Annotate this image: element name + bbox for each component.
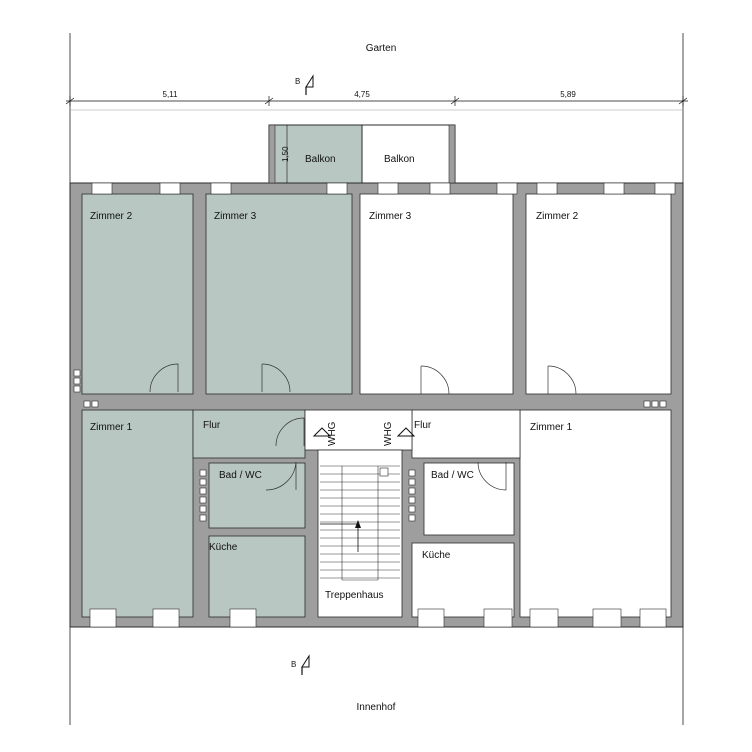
dim-middle: 4,75 [354,90,370,99]
garden-label: Garten [366,43,397,54]
room-right-zimmer1 [519,409,672,618]
dim-right: 5,89 [560,90,576,99]
unit-entrance-left: WHG [312,421,338,446]
label-right-zimmer1: Zimmer 1 [530,422,573,433]
label-right-balkon: Balkon [384,154,415,165]
room-left-flur [192,409,306,459]
label-left-zimmer2: Zimmer 2 [90,211,133,222]
door-swings [149,363,577,491]
label-right-zimmer2: Zimmer 2 [536,211,579,222]
room-right-kueche [411,542,515,618]
room-left-bad [208,462,306,529]
label-stairwell: Treppenhaus [325,590,384,601]
label-left-flur: Flur [203,420,221,431]
room-right-zimmer3 [359,193,514,395]
label-left-balkon: Balkon [305,154,336,165]
room-left-zimmer3 [205,193,353,395]
apartment-right [359,193,672,618]
label-left-kueche: Küche [209,542,238,553]
section-marker-top: B [295,74,314,95]
label-left-bad: Bad / WC [219,470,262,481]
svg-text:B: B [291,660,296,669]
windows-south [89,608,667,628]
room-left-zimmer2 [81,193,194,395]
room-left-kueche [208,535,306,618]
label-right-kueche: Küche [422,550,451,561]
label-right-bad: Bad / WC [431,470,474,481]
room-right-bad [423,462,515,536]
dim-left: 5,11 [163,90,179,99]
svg-text:B: B [295,77,300,86]
dimension-chain: 5,11 4,75 5,89 [65,90,688,106]
svg-text:WHG: WHG [327,421,338,446]
label-left-zimmer1: Zimmer 1 [90,422,133,433]
windows-north [91,182,676,195]
room-left-zimmer1 [81,409,194,618]
section-marker-bottom: B [291,654,310,675]
svg-text:WHG: WHG [383,421,394,446]
apartment-left [81,193,353,618]
balconies: 1,50 [268,124,456,184]
courtyard-label: Innenhof [357,702,396,713]
radiators [73,369,667,522]
label-right-zimmer3: Zimmer 3 [369,211,412,222]
balcony-right [361,124,456,184]
balcony-left [268,124,363,184]
stair-steps [320,465,400,581]
unit-entrance-right: WHG [383,421,416,446]
dim-balcony: 1,50 [281,146,290,162]
label-right-flur: Flur [414,420,432,431]
label-left-zimmer3: Zimmer 3 [214,211,257,222]
room-right-zimmer2 [525,193,672,395]
stairwell [304,409,413,618]
room-right-flur [411,409,521,459]
